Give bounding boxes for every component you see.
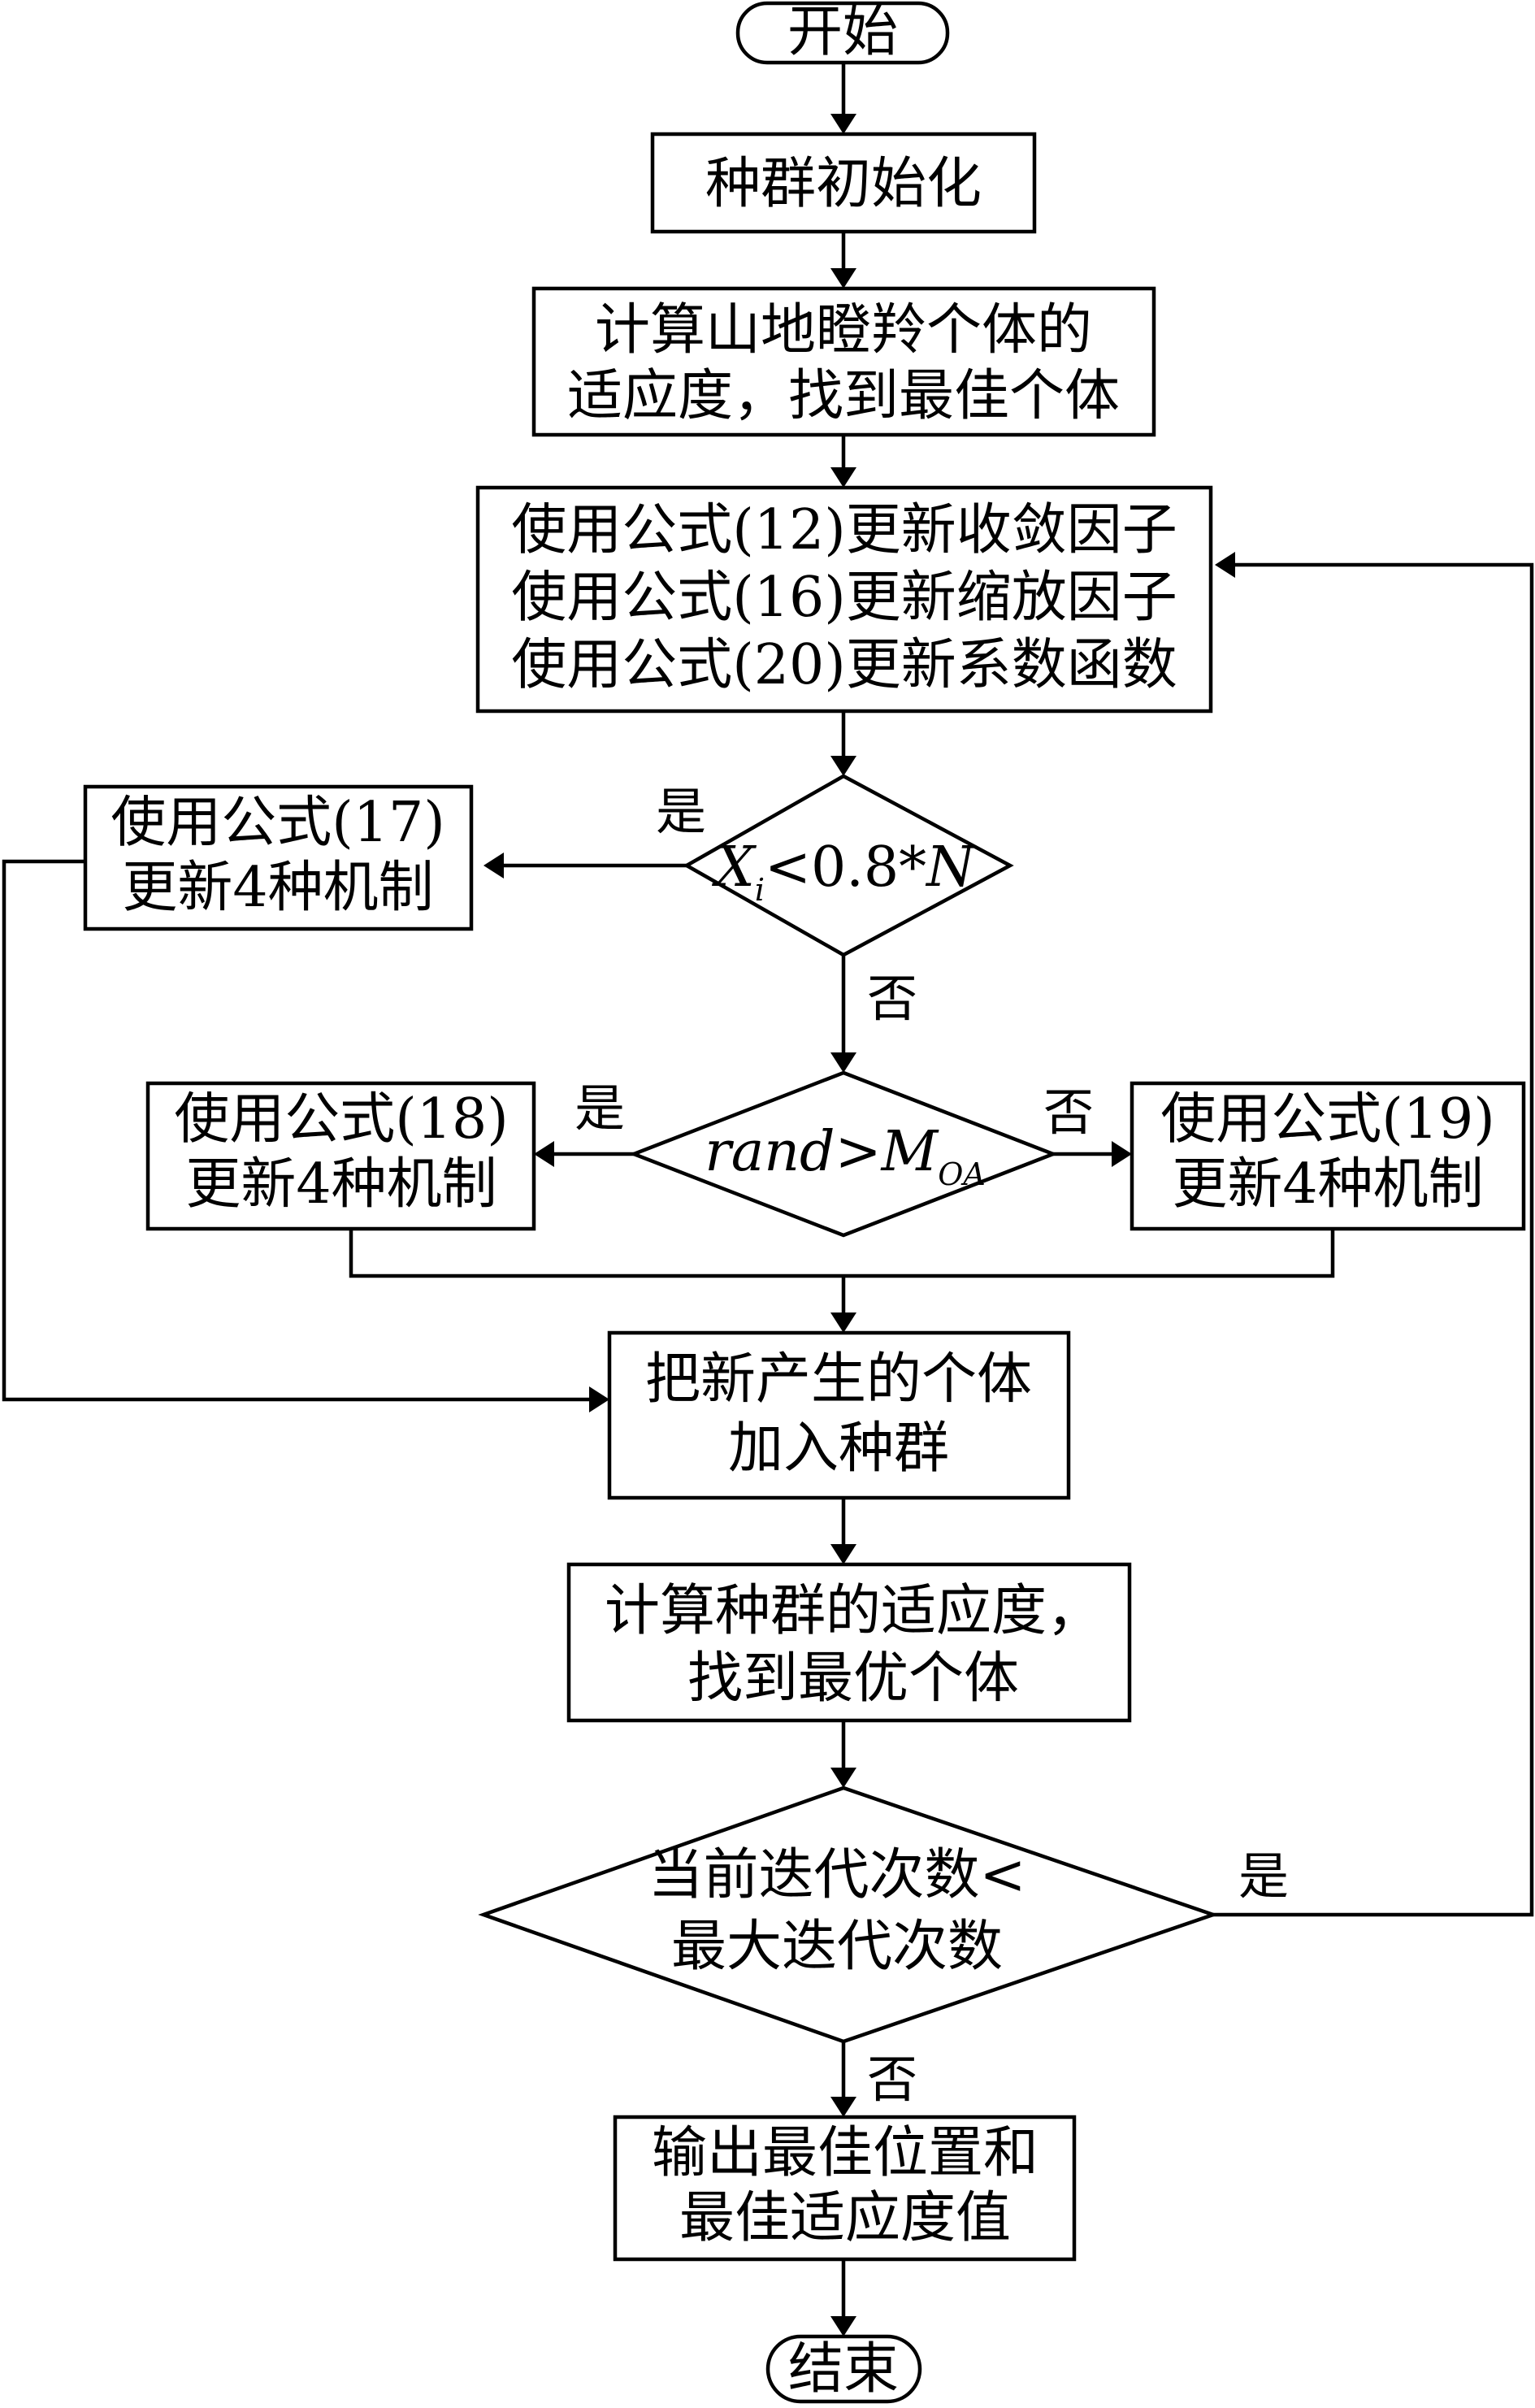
d1-yes-label: 是 [656,782,706,841]
d1-var: X [711,835,757,900]
arrowhead [830,268,856,289]
fitness-line-2: 适应度，找到最佳个体 [567,364,1120,428]
decision-2-label: rand>MOA [705,1120,986,1192]
fitness2-box: 计算种群的适应度， 找到最优个体 [566,1562,1132,1723]
box-19-shape [1130,1081,1526,1231]
arrowhead [1112,1141,1132,1167]
arrowhead [830,1768,856,1788]
init-shape [650,132,1037,234]
fitness2-line-2: 找到最优个体 [687,1647,1019,1711]
init-box: 种群初始化 [650,132,1037,234]
arrowhead [589,1386,609,1412]
d2-pre: rand>M [705,1120,939,1184]
d3-line-2: 最大迭代次数 [671,1915,1003,1979]
decision-2-shape [628,1070,1059,1238]
update-shape [475,485,1213,714]
d1-no-label: 否 [867,969,917,1028]
start-label: 开始 [787,0,898,64]
arrowhead [534,1141,554,1167]
connectors [2,63,1534,2336]
box-17: 使用公式(17) 更新4种机制 [83,784,474,931]
fitness-box: 计算山地瞪羚个体的 适应度，找到最佳个体 [531,286,1156,437]
decision-1-label: Xi<0.8*N [711,835,977,908]
fitness2-shape [566,1562,1132,1723]
arrowhead [830,756,856,776]
arrowhead [483,853,504,879]
box-19-line-1: 使用公式(19) [1160,1087,1495,1152]
arrowhead [830,2097,856,2117]
d2-sub: OA [938,1156,986,1192]
arrowhead [830,467,856,488]
d3-line-1: 当前迭代次数< [648,1843,1026,1907]
addpop-line-1: 把新产生的个体 [645,1347,1032,1412]
update-line-2: 使用公式(16)更新缩放因子 [511,566,1177,630]
box-17-line-1: 使用公式(17) [111,791,445,855]
output-shape [613,2115,1077,2262]
d1-var2: N [925,835,977,900]
box-17-shape [83,784,474,931]
addpop-box: 把新产生的个体 加入种群 [607,1330,1071,1500]
addpop-shape [607,1330,1071,1500]
d2-yes-label: 是 [575,1078,625,1138]
arrow-d3-yes-loop [1213,562,1534,1917]
start-terminal: 开始 [735,0,950,65]
output-line-1: 输出最佳位置和 [652,2121,1039,2185]
box-18-shape [145,1081,536,1231]
fitness2-line-1: 计算种群的适应度， [605,1579,1102,1643]
box-19: 使用公式(19) 更新4种机制 [1130,1081,1526,1231]
box-19-line-2: 更新4种机制 [1172,1152,1483,1217]
decision-1-shape [683,774,1014,957]
d1-mid: <0.8* [765,835,926,900]
arrowhead [830,2316,856,2336]
output-box: 输出最佳位置和 最佳适应度值 [613,2115,1077,2262]
end-label: 结束 [788,2337,899,2401]
d3-yes-label: 是 [1238,1846,1289,1906]
output-line-2: 最佳适应度值 [679,2186,1011,2250]
end-shape [765,2334,922,2404]
fitness-line-1: 计算山地瞪羚个体的 [595,298,1092,362]
arrowhead [830,1052,856,1073]
decision-3: 当前迭代次数< 最大迭代次数 [478,1785,1219,2044]
arrowhead [830,114,856,134]
decision-2: rand>MOA [628,1070,1059,1238]
d1-sub: i [755,872,765,908]
addpop-line-2: 加入种群 [728,1417,949,1481]
d3-no-label: 否 [867,2050,917,2109]
d2-no-label: 否 [1043,1083,1094,1142]
box-17-line-2: 更新4种机制 [122,856,433,920]
box-18: 使用公式(18) 更新4种机制 [145,1081,536,1231]
box-18-line-1: 使用公式(18) [174,1087,509,1152]
end-terminal: 结束 [765,2334,922,2404]
start-shape [735,1,950,65]
update-line-3: 使用公式(20)更新系数函数 [511,633,1177,697]
fitness-shape [531,286,1156,437]
decision-1: Xi<0.8*N [683,774,1014,957]
decision-3-shape [478,1785,1219,2044]
arrowhead [830,1312,856,1333]
update-box: 使用公式(12)更新收敛因子 使用公式(16)更新缩放因子 使用公式(20)更新… [475,485,1213,714]
arrowhead [830,1544,856,1564]
box-18-line-2: 更新4种机制 [185,1152,496,1217]
init-label: 种群初始化 [705,152,982,216]
update-line-1: 使用公式(12)更新收敛因子 [511,498,1177,562]
arrow-box17-to-addpop [2,859,597,1402]
arrowhead [1215,552,1235,578]
